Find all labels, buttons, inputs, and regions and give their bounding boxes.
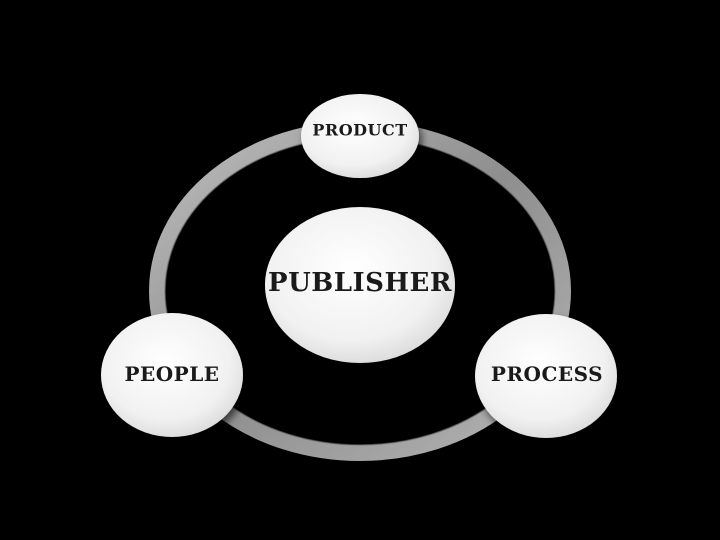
center-circle [265,207,455,363]
node-circle-people [101,313,243,437]
node-circle-process [475,314,617,438]
node-label-process: PROCESS [490,362,604,386]
node-label-product: PRODUCT [312,120,408,140]
node-label-people: PEOPLE [124,362,220,386]
center-label: PUBLISHER [268,268,452,298]
node-circle-product [301,94,419,178]
